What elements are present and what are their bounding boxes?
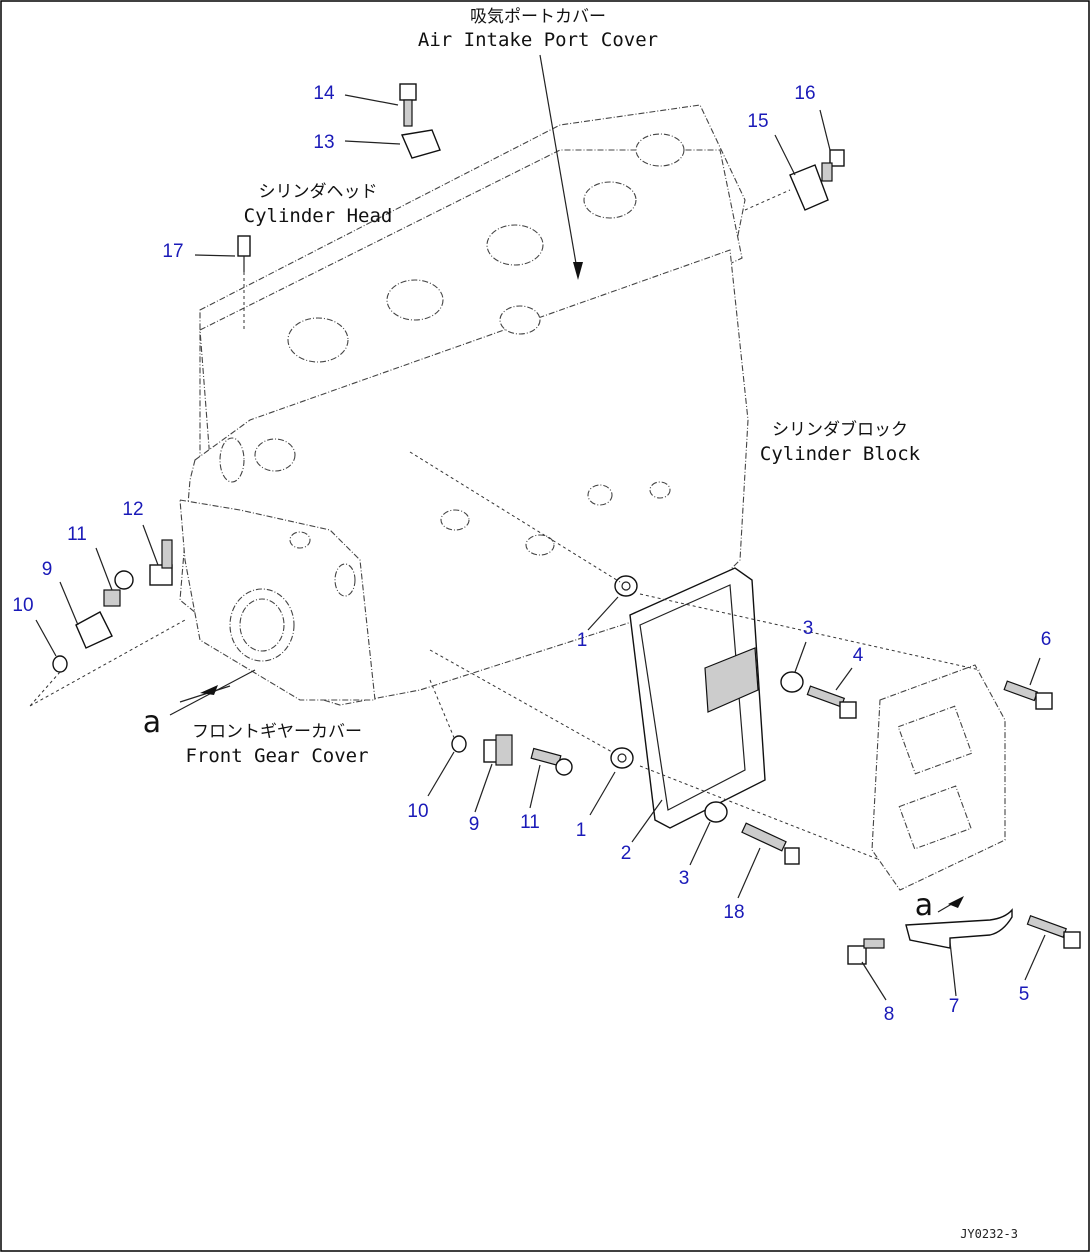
part-9b-sensor xyxy=(483,734,513,766)
callout-8: 8 xyxy=(884,1004,895,1025)
callout-1-top: 1 xyxy=(577,630,588,651)
part-5-bolt xyxy=(1026,914,1081,949)
caption-front-gear-jp: フロントギヤーカバー xyxy=(192,722,362,742)
callout-5: 5 xyxy=(1019,984,1030,1005)
part-10b-oring xyxy=(451,735,467,753)
part-17-sensor xyxy=(237,235,251,272)
caption-cyl-block-jp: シリンダブロック xyxy=(772,419,908,440)
callout-10-left: 10 xyxy=(12,595,33,616)
callout-9-center: 9 xyxy=(469,814,480,835)
callout-1-bottom: 1 xyxy=(576,820,587,841)
part-1b-spacer xyxy=(610,747,634,769)
controller-bracket xyxy=(629,567,766,829)
caption-cyl-head-en: Cylinder Head xyxy=(244,205,393,227)
part-13-clamp xyxy=(401,129,441,159)
callout-9-left: 9 xyxy=(42,559,53,580)
callout-16: 16 xyxy=(794,83,815,104)
caption-front-gear-en: Front Gear Cover xyxy=(185,745,368,767)
callout-6: 6 xyxy=(1041,629,1052,650)
part-16-bolt xyxy=(821,149,845,182)
part-7-bracket xyxy=(905,908,1013,949)
part-18-bolt xyxy=(741,822,800,865)
caption-air-intake-en: Air Intake Port Cover xyxy=(418,29,658,51)
caption-cyl-block-en: Cylinder Block xyxy=(760,443,921,465)
callout-3-bottom: 3 xyxy=(679,868,690,889)
part-3b-washer xyxy=(704,801,728,823)
part-8-bolt xyxy=(847,938,885,965)
cover-plate xyxy=(871,664,1006,891)
callout-17: 17 xyxy=(162,241,183,262)
view-mark-left: a xyxy=(143,705,161,740)
callout-11-left: 11 xyxy=(67,524,87,545)
callout-12: 12 xyxy=(122,499,143,520)
engine-illustration xyxy=(179,104,749,706)
assembly-lines xyxy=(29,189,981,861)
callout-11-center: 11 xyxy=(520,812,540,833)
part-10a-oring xyxy=(52,655,68,673)
part-3a-washer xyxy=(780,671,804,693)
callout-13: 13 xyxy=(313,132,334,153)
part-15-sensor xyxy=(789,164,829,211)
part-11a-bolt xyxy=(103,570,134,607)
callout-7: 7 xyxy=(949,996,960,1017)
part-1a-spacer xyxy=(614,575,638,597)
part-12-sensor xyxy=(149,539,173,586)
captions: 吸気ポートカバー Air Intake Port Cover シリンダヘッド C… xyxy=(143,7,1018,1241)
callout-14: 14 xyxy=(313,83,335,104)
callout-18: 18 xyxy=(723,902,744,923)
callout-10-center: 10 xyxy=(407,801,428,822)
caption-air-intake-jp: 吸気ポートカバー xyxy=(470,7,606,27)
part-11b-bolt xyxy=(530,747,573,776)
view-mark-right: a xyxy=(915,888,933,923)
part-4-bolt xyxy=(806,685,857,719)
callout-3-top: 3 xyxy=(803,618,814,639)
part-6-bolt xyxy=(1003,680,1053,710)
callout-numbers: 14 13 16 15 17 12 11 9 10 1 3 4 6 10 9 1… xyxy=(12,83,1051,1025)
caption-cyl-head-jp: シリンダヘッド xyxy=(259,182,378,202)
callout-4: 4 xyxy=(853,645,864,666)
callout-15: 15 xyxy=(747,111,768,132)
part-14-bolt xyxy=(399,83,417,127)
callout-2: 2 xyxy=(621,843,632,864)
drawing-code: JY0232-3 xyxy=(960,1227,1018,1241)
part-9a-sensor xyxy=(75,611,113,649)
leader-lines xyxy=(35,54,1046,1001)
